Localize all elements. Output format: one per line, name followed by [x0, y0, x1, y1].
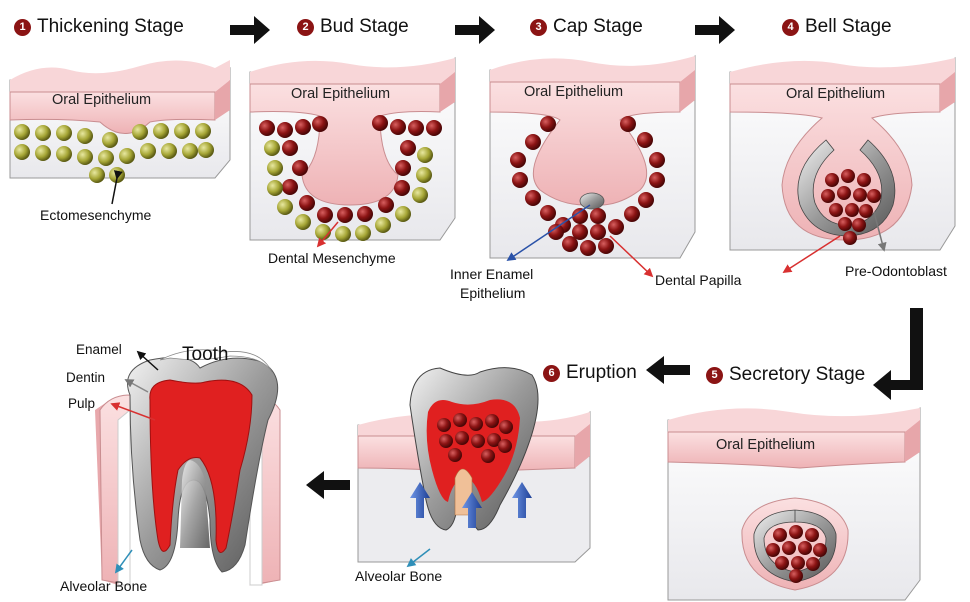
pulp-label: Pulp: [68, 396, 95, 411]
stage-title-cap: 3 Cap Stage: [530, 16, 643, 38]
eruption-block: [358, 368, 590, 562]
alveolar-bone-label: Alveolar Bone: [60, 578, 147, 594]
oral-epithelium-label: Oral Epithelium: [786, 86, 885, 102]
dentin-label: Dentin: [66, 370, 105, 385]
oral-epithelium-label: Oral Epithelium: [716, 437, 815, 453]
flow-arrow-2: [455, 16, 495, 44]
flow-arrow-to-eruption: [646, 356, 690, 384]
stage-title-text: Eruption: [566, 362, 637, 384]
stage-title-text: Bell Stage: [805, 16, 892, 38]
pre-odontoblast-label: Pre-Odontoblast: [845, 263, 947, 279]
flow-arrow-down-left: [873, 308, 923, 400]
oral-epithelium-label: Oral Epithelium: [524, 84, 623, 100]
dental-mesenchyme-label: Dental Mesenchyme: [268, 250, 396, 266]
inner-enamel-label-line2: Epithelium: [460, 285, 525, 301]
stage-title-text: Secretory Stage: [729, 364, 865, 386]
stage-title-text: Thickening Stage: [37, 16, 184, 38]
stage-number-badge: 4: [782, 19, 799, 36]
flow-arrow-3: [695, 16, 735, 44]
stage-title-thickening: 1 Thickening Stage: [14, 16, 184, 38]
alveolar-bone-label: Alveolar Bone: [355, 568, 442, 584]
stage-number-badge: 6: [543, 365, 560, 382]
stage-title-secretory: 5 Secretory Stage: [706, 364, 865, 386]
stage-number-badge: 3: [530, 19, 547, 36]
stage-title-text: Cap Stage: [553, 16, 643, 38]
flow-arrow-1: [230, 16, 270, 44]
ectomesenchyme-label: Ectomesenchyme: [40, 207, 151, 223]
stage-title-bell: 4 Bell Stage: [782, 16, 892, 38]
dental-papilla-label: Dental Papilla: [655, 272, 741, 288]
flow-arrow-to-tooth: [306, 471, 350, 499]
oral-epithelium-label: Oral Epithelium: [291, 86, 390, 102]
oral-epithelium-label: Oral Epithelium: [52, 92, 151, 108]
stage-title-bud: 2 Bud Stage: [297, 16, 409, 38]
enamel-label: Enamel: [76, 342, 122, 357]
stage-number-badge: 2: [297, 19, 314, 36]
tooth-title: Tooth: [182, 344, 228, 366]
mature-tooth-block: [95, 350, 280, 585]
stage-title-text: Bud Stage: [320, 16, 409, 38]
stage-number-badge: 5: [706, 367, 723, 384]
stage-title-eruption: 6 Eruption: [543, 362, 637, 384]
stage-number-badge: 1: [14, 19, 31, 36]
inner-enamel-label-line1: Inner Enamel: [450, 266, 533, 282]
